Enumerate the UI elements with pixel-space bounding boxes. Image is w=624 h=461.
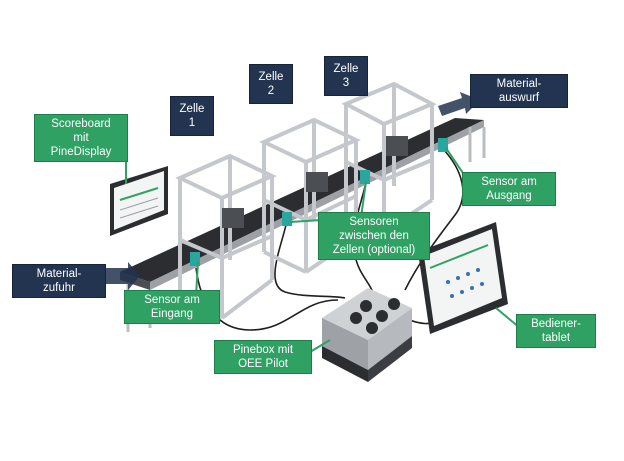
label-scoreboard: Scoreboard mit PineDisplay [34, 114, 128, 162]
scoreboard-display [110, 166, 168, 236]
sensor-between-2 [360, 170, 370, 184]
cell-2-machine [306, 172, 328, 192]
operator-tablet [418, 222, 508, 334]
label-sensoren-zwischen: Sensoren zwischen den Zellen (optional) [318, 212, 430, 260]
sensor-output [438, 138, 448, 152]
label-zelle-3: Zelle 3 [324, 56, 368, 96]
label-sensor-eingang: Sensor am Eingang [124, 290, 220, 324]
label-material-zufuhr: Material- zufuhr [12, 264, 106, 298]
label-sensor-ausgang: Sensor am Ausgang [462, 172, 556, 206]
label-zelle-1: Zelle 1 [170, 96, 214, 136]
sensor-between-1 [282, 212, 292, 226]
cell-3-machine [386, 136, 408, 156]
label-bedienertablet: Bediener- tablet [516, 314, 596, 348]
cell-1-machine [222, 208, 244, 228]
cables [195, 149, 464, 331]
label-pinebox: Pinebox mit OEE Pilot [214, 340, 312, 374]
label-zelle-2: Zelle 2 [249, 64, 293, 104]
intake-arrow [98, 262, 140, 290]
label-material-auswurf: Material- auswurf [470, 74, 568, 108]
sensor-input [190, 252, 200, 266]
output-arrow [438, 92, 480, 116]
pinebox-device [322, 288, 412, 382]
